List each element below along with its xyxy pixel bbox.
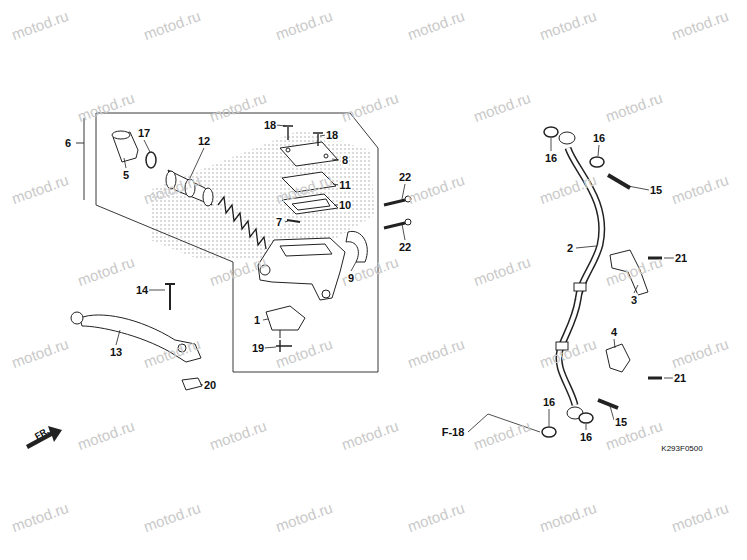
callout-number: F-18 [441, 426, 466, 439]
watermark: motod.ru [538, 8, 599, 42]
callout-number: 8 [341, 154, 349, 167]
watermark: motod.ru [406, 172, 467, 206]
callout-number: 10 [338, 199, 352, 212]
watermark: motod.ru [670, 172, 731, 206]
callout-number: 13 [109, 346, 123, 359]
watermark: motod.ru [208, 90, 269, 124]
watermark: motod.ru [142, 8, 203, 42]
callout-number: 16 [579, 431, 593, 444]
callout-number: 4 [610, 326, 618, 339]
callout-number: 17 [137, 127, 151, 140]
callout-number: 16 [542, 396, 556, 409]
watermark: motod.ru [10, 8, 71, 42]
watermark: motod.ru [340, 418, 401, 452]
callout-number: 6 [64, 137, 72, 150]
callout-number: 22 [398, 241, 412, 254]
watermark: motod.ru [538, 336, 599, 370]
callout-number: 15 [614, 416, 628, 429]
callout-number: 3 [630, 294, 638, 307]
callout-number: 19 [251, 342, 265, 355]
callout-number: 18 [325, 129, 339, 142]
watermark: motod.ru [10, 172, 71, 206]
watermark: motod.ru [76, 254, 137, 288]
watermark: motod.ru [406, 8, 467, 42]
callout-number: 14 [135, 284, 149, 297]
callout-number: 9 [347, 272, 355, 285]
callout-number: 20 [203, 379, 217, 392]
watermark: motod.ru [604, 90, 665, 124]
callout-number: 21 [673, 372, 687, 385]
callout-number: 18 [263, 119, 277, 132]
callout-number: 21 [674, 252, 688, 265]
watermark: motod.ru [76, 90, 137, 124]
watermark: motod.ru [670, 336, 731, 370]
callout-number: 16 [592, 132, 606, 145]
callout-number: 16 [544, 152, 558, 165]
watermark: motod.ru [274, 500, 335, 534]
watermark: motod.ru [538, 172, 599, 206]
watermark: motod.ru [604, 418, 665, 452]
callout-number: K293F0500 [660, 444, 703, 454]
watermark: motod.ru [10, 336, 71, 370]
callout-number: 7 [275, 216, 283, 229]
callout-number: 2 [566, 242, 574, 255]
callout-number: 22 [398, 171, 412, 184]
callout-number: 15 [649, 184, 663, 197]
callout-number: 11 [338, 179, 352, 192]
watermark: motod.ru [142, 500, 203, 534]
watermark: motod.ru [670, 8, 731, 42]
watermark: motod.ru [76, 418, 137, 452]
watermark: motod.ru [670, 500, 731, 534]
watermark: motod.ru [472, 254, 533, 288]
watermark: motod.ru [10, 500, 71, 534]
watermark: motod.ru [406, 500, 467, 534]
watermark: motod.ru [406, 336, 467, 370]
watermark: motod.ru [538, 500, 599, 534]
watermark: motod.ru [472, 90, 533, 124]
callout-number: 5 [122, 169, 130, 182]
watermark: motod.ru [472, 418, 533, 452]
callout-number: 1 [253, 314, 261, 327]
watermark: motod.ru [274, 8, 335, 42]
watermark: motod.ru [208, 418, 269, 452]
callout-number: 12 [197, 135, 211, 148]
watermark: motod.ru [274, 336, 335, 370]
watermark: motod.ru [340, 90, 401, 124]
